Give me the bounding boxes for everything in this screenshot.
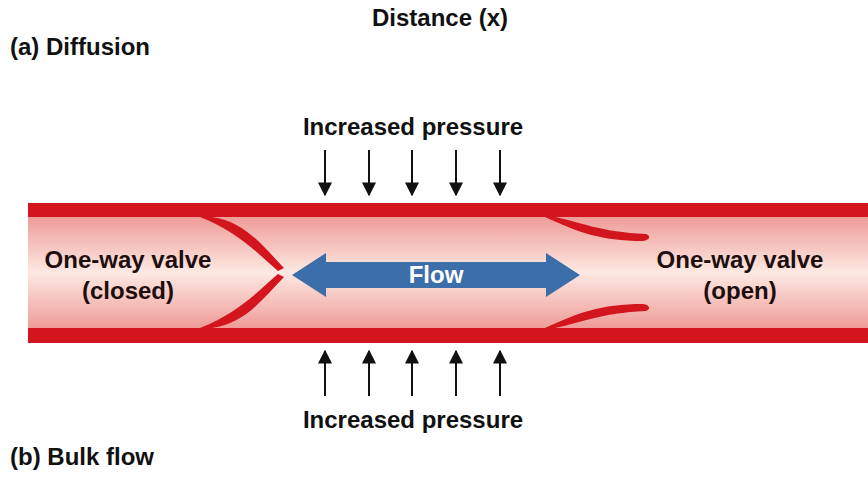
pressure-label: Increased pressure <box>303 113 523 141</box>
vessel-lumen <box>28 217 868 328</box>
flow-label: Flow <box>336 259 536 290</box>
pressure-label: Increased pressure <box>303 406 523 434</box>
vessel-wall <box>28 203 868 343</box>
panel-label: (a) Diffusion <box>10 33 150 61</box>
flow-arrow: Flow <box>292 253 580 297</box>
valve-label: One-way valve (open) <box>625 244 855 306</box>
valve-flap <box>545 304 649 328</box>
axis-label: Distance (x) <box>372 4 508 32</box>
valve-flap <box>200 274 284 328</box>
valve-label: One-way valve (closed) <box>30 244 226 306</box>
blood-vessel: One-way valve (closed) One-way valve (ope… <box>28 203 868 343</box>
valve-flap <box>545 217 649 241</box>
panel-label: (b) Bulk flow <box>10 443 154 471</box>
valve-flap <box>200 217 284 271</box>
arrow-body <box>292 253 580 297</box>
